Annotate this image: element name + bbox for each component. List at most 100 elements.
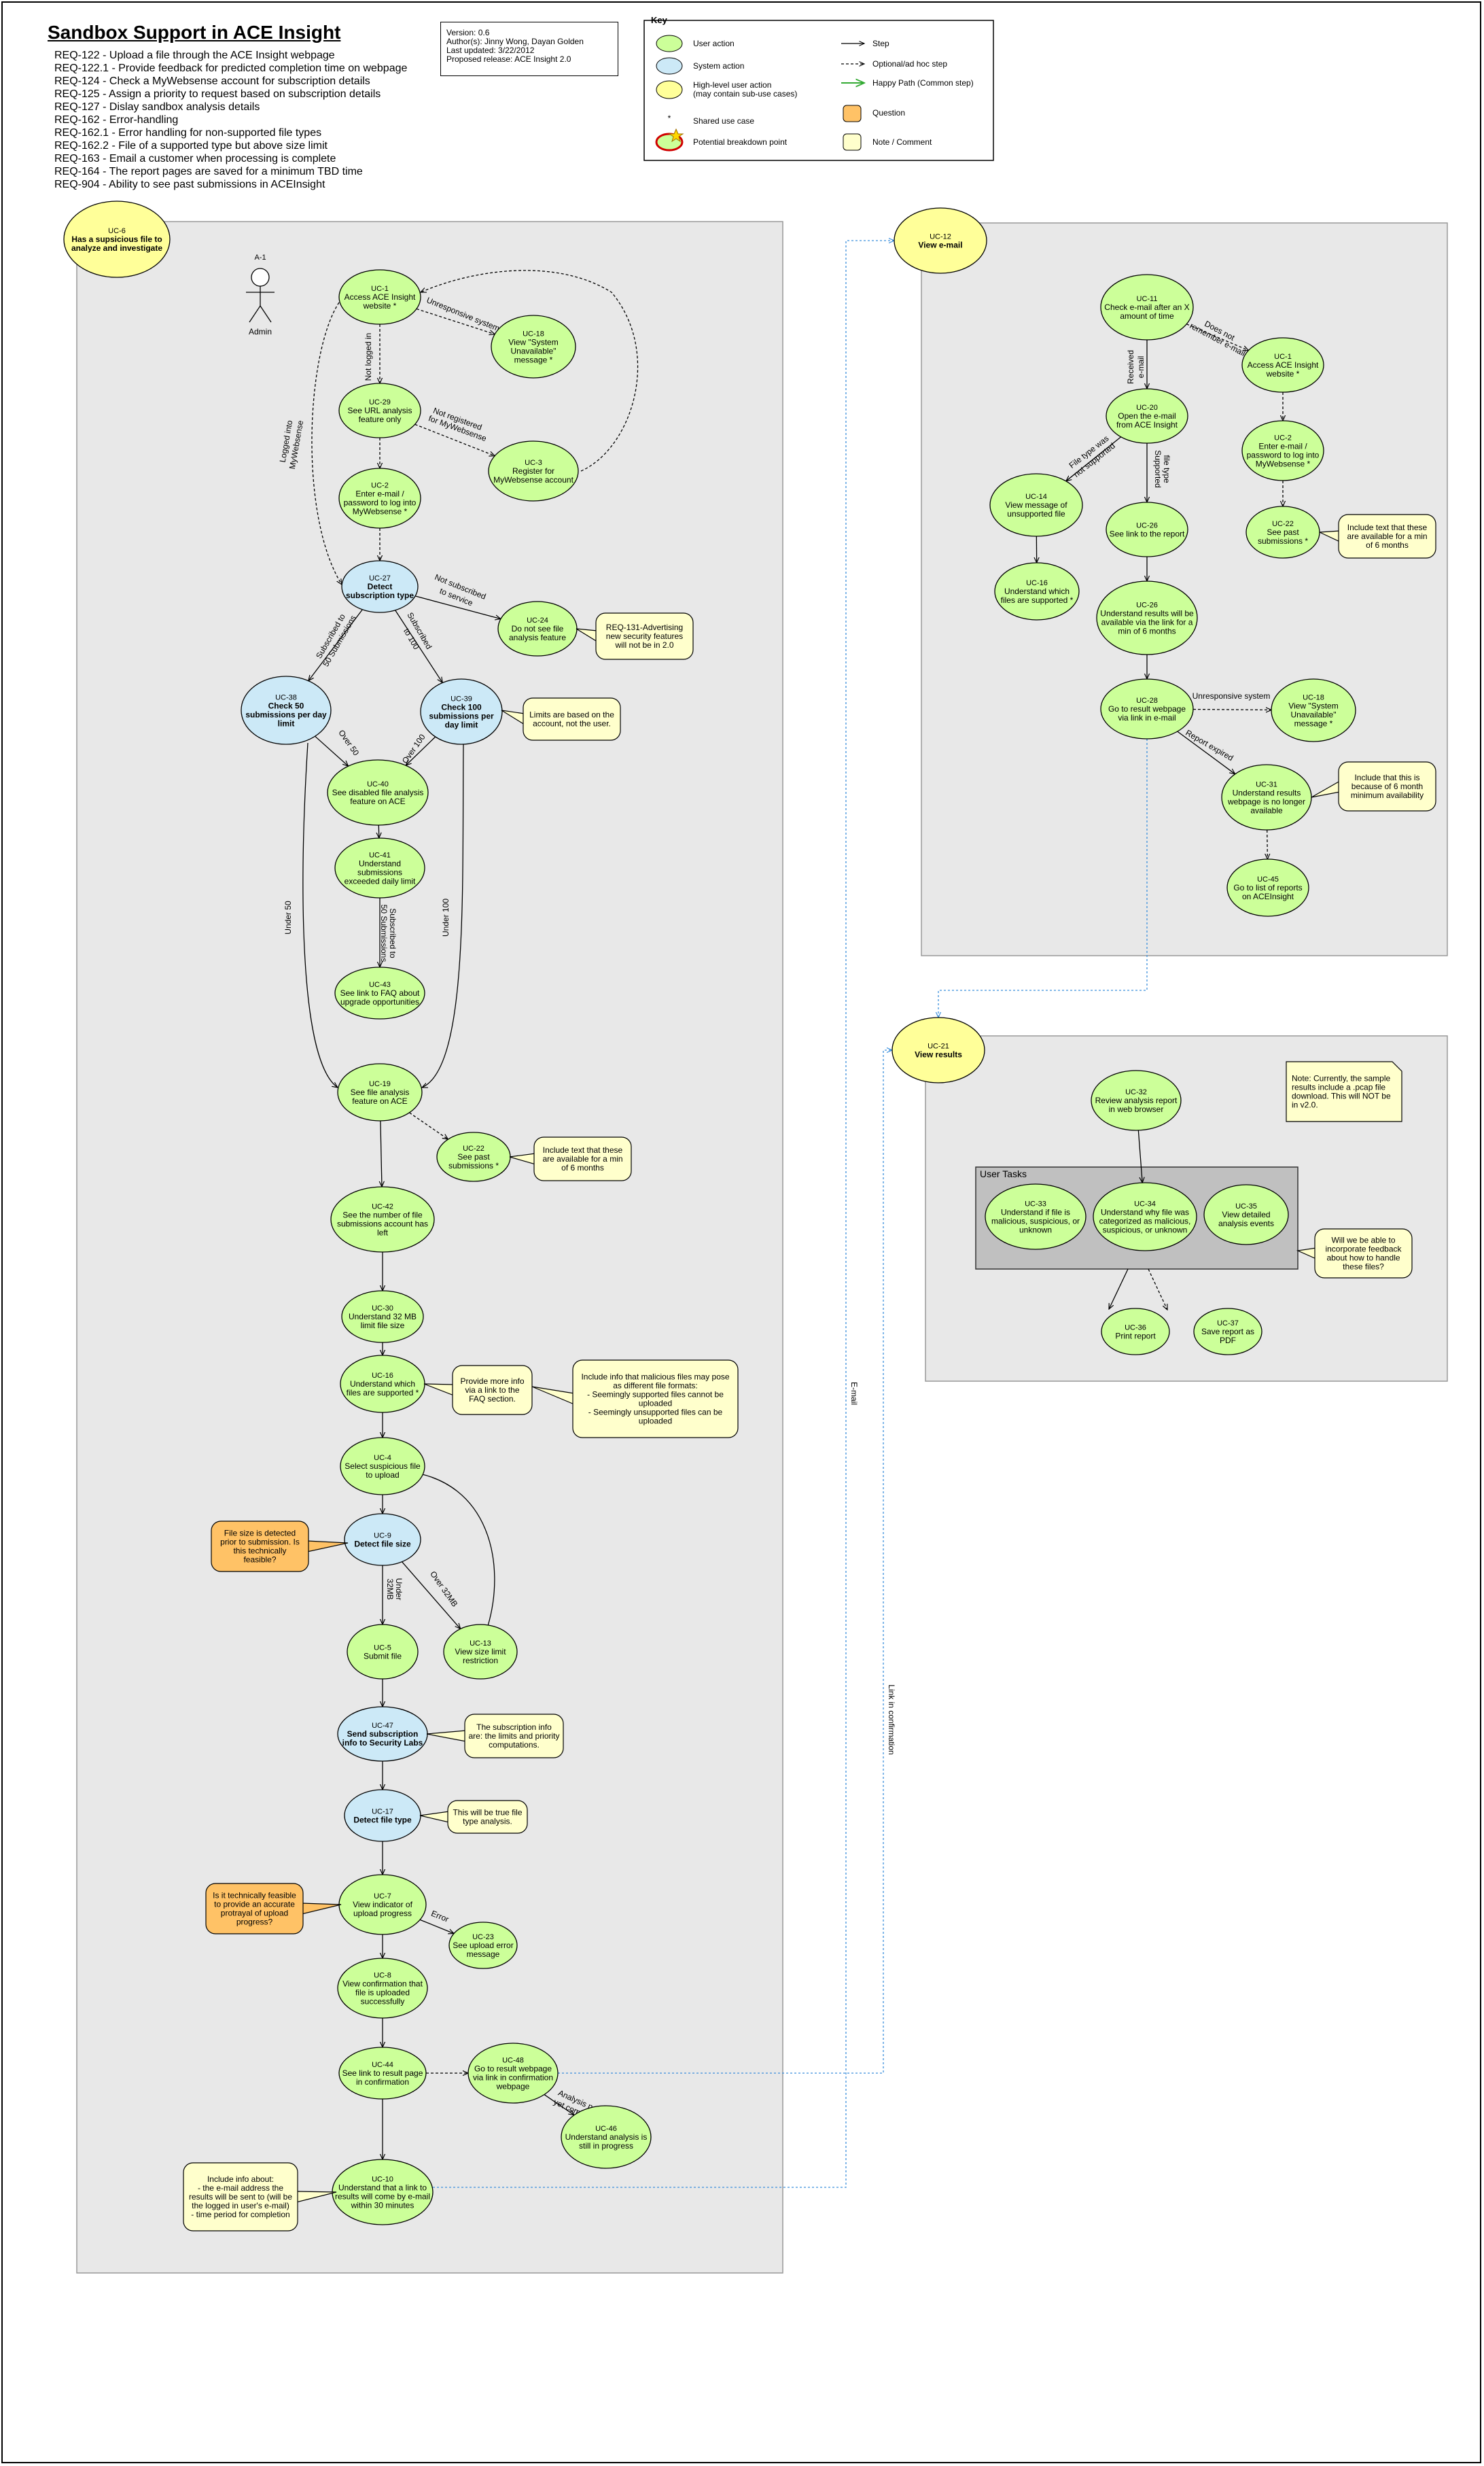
note-text: uploaded [639, 1399, 672, 1408]
use-case-label: Register for [512, 466, 554, 476]
requirement-item: REQ-122.1 - Provide feedback for predict… [54, 63, 408, 74]
note-shape [464, 1714, 564, 1758]
note-shape [183, 2162, 298, 2231]
edge-label-email: E-mail [849, 1382, 859, 1405]
use-case-shape [1106, 502, 1188, 557]
edge-label-received2: e-mail [1136, 356, 1146, 379]
use-case-id: UC-2 [1274, 434, 1292, 442]
edge-uc13-uc4 [408, 1472, 495, 1627]
use-case-id: UC-47 [372, 1722, 393, 1730]
note-text: prior to submission. Is [220, 1538, 300, 1547]
use-case-label: Check 50 [268, 701, 304, 711]
key-highlevel-label: High-level user action [693, 80, 771, 90]
use-case-label: file is uploaded [355, 1988, 410, 1998]
use-case-label: Detect [368, 582, 393, 591]
use-case-label: website * [1266, 369, 1300, 379]
note-text: uploaded [639, 1417, 672, 1426]
use-case-id: UC-4 [374, 1454, 391, 1462]
note-text: progress? [236, 1917, 273, 1927]
use-case-id: UC-17 [372, 1808, 393, 1816]
use-case-label: Do not see file [512, 624, 564, 633]
use-case-id: UC-1 [371, 285, 389, 293]
use-case-label: limit file size [361, 1321, 405, 1330]
note-text: The subscription info [476, 1722, 552, 1732]
note-text: these files? [1343, 1262, 1384, 1272]
key-happy-label: Happy Path (Common step) [872, 78, 974, 88]
edge-uc1-uc27 [311, 302, 342, 585]
last-updated-line: Last updated: 3/22/2012 [446, 46, 535, 55]
use-case-label: day limit [445, 720, 478, 730]
use-case-label: View "System [508, 338, 558, 347]
edge-label-subscribed1: Subscribed to [388, 908, 398, 958]
use-case-label: Check e-mail after an X [1104, 302, 1189, 312]
note-shape [572, 1359, 739, 1438]
use-case-shape [330, 1186, 435, 1253]
use-case-label: subscription type [346, 591, 414, 600]
note-text: Will we be able to [1331, 1236, 1395, 1245]
edge-uc38-uc19 [302, 742, 338, 1088]
use-case-id: UC-2 [371, 482, 389, 490]
note-text: results include a .pcap file [1292, 1083, 1385, 1092]
key-system-label: System action [693, 61, 744, 71]
use-case-id: UC-36 [1125, 1324, 1146, 1332]
requirement-item: REQ-162 - Error-handling [54, 114, 179, 126]
use-case-label: See past [1267, 527, 1299, 537]
use-case-label: feature on ACE [352, 1096, 407, 1106]
key-note-label: Note / Comment [872, 137, 932, 147]
use-case-label: View e-mail [918, 241, 962, 250]
edge-uc29-uc3 [414, 423, 495, 455]
use-case-id: UC-3 [525, 459, 542, 467]
note-text: the logged in user's e-mail) [192, 2201, 289, 2210]
use-case-shape [1241, 337, 1324, 393]
use-case-label: View indicator of [353, 1900, 412, 1909]
use-case-label: info to Security Labs [342, 1738, 423, 1748]
edge-tasks-uc36 [1109, 1268, 1129, 1309]
use-case-label: Understand why file was [1101, 1208, 1189, 1217]
edge-label-notlogged: Not logged in [364, 333, 373, 381]
use-case-shape [491, 315, 576, 379]
use-case-label: See past [457, 1152, 490, 1162]
use-case-shape [420, 678, 503, 745]
key-breakdown-label: Potential breakdown point [693, 137, 788, 147]
use-case-label: analysis events [1218, 1219, 1274, 1228]
edge-uc48-uc46 [544, 2094, 574, 2115]
requirement-item: REQ-127 - Dislay sandbox analysis detail… [54, 101, 260, 113]
use-case-id: UC-5 [374, 1644, 391, 1652]
use-case-shape [488, 440, 579, 502]
note-text: type analysis. [463, 1817, 512, 1826]
use-case-label: Open the e-mail [1118, 411, 1176, 421]
edge-uc31-uc45 [1267, 829, 1268, 859]
use-case-label: results will come by e-mail [335, 2192, 430, 2202]
use-case-label: to upload [366, 1470, 399, 1480]
key-title: Key [651, 15, 668, 25]
requirements-list: REQ-122 - Upload a file through the ACE … [54, 49, 407, 191]
use-case-label: See link to FAQ about [340, 988, 420, 998]
use-case-id: UC-29 [369, 398, 391, 406]
use-case-label: submissions per [429, 712, 494, 721]
use-case-label: Understand analysis is [565, 2132, 648, 2142]
requirement-item: REQ-904 - Ability to see past submission… [54, 179, 325, 190]
use-case-shape [1096, 580, 1198, 655]
use-case-label: limit [278, 719, 295, 729]
use-case-id: UC-31 [1256, 781, 1277, 789]
actor-head [251, 268, 270, 287]
note-text: because of 6 month [1352, 782, 1423, 791]
